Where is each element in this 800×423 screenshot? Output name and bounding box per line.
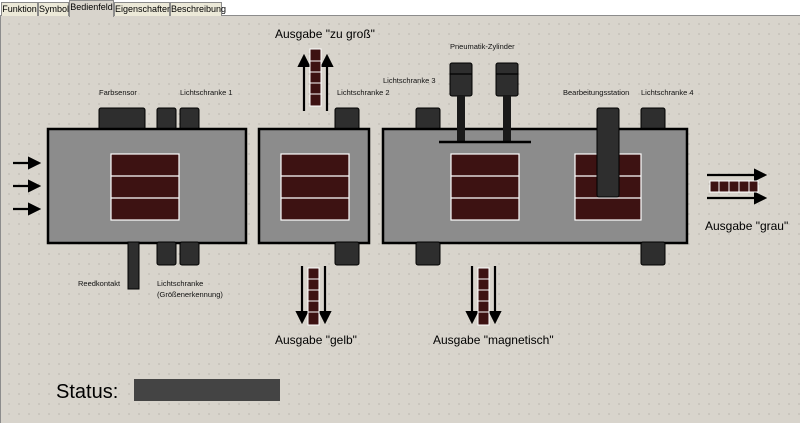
label-lichtschranke-3: Lichtschranke 3 [383,76,436,85]
plant-diagram: Farbsensor Lichtschranke 1 Lichtschranke… [13,27,788,403]
label-lichtschranke-groesse-2: (Größenerkennung) [157,290,223,299]
lichtschranke-groesse-right[interactable] [179,241,200,266]
lichtschranke-4[interactable] [640,107,666,132]
station-2 [257,107,371,266]
bearbeitungsstation[interactable] [596,107,620,198]
tab-funktion[interactable]: Funktion [1,2,38,16]
lichtschranke-3-bottom[interactable] [415,241,441,266]
lichtschranke-3[interactable] [415,107,441,132]
tab-beschreibung[interactable]: Beschreibung [170,2,227,16]
tab-eigenschaften[interactable]: Eigenschaften [114,2,173,16]
station-1 [46,107,248,290]
tab-bedienfeld[interactable]: Bedienfeld [69,0,114,17]
label-lichtschranke-4: Lichtschranke 4 [641,88,694,97]
label-ausgabe-grau: Ausgabe "grau" [705,219,788,233]
control-panel-canvas: Farbsensor Lichtschranke 1 Lichtschranke… [0,16,800,423]
workpiece [110,153,180,221]
lichtschranke-groesse-left[interactable] [156,241,177,266]
label-lichtschranke-groesse-1: Lichtschranke [157,279,203,288]
label-reedkontakt: Reedkontakt [78,279,121,288]
tab-bar: Funktion Symbol Bedienfeld Eigenschaften… [0,0,800,17]
label-bearbeitungsstation: Bearbeitungsstation [563,88,629,97]
output-magnetisch [465,266,502,326]
workpiece [280,153,350,221]
tab-symbol[interactable]: Symbol [38,2,70,16]
label-ausgabe-gelb: Ausgabe "gelb" [275,333,357,347]
workpiece [450,153,520,221]
reedkontakt[interactable] [127,241,140,290]
stack-magnetisch [477,267,490,326]
pneumatik-zylinder-2[interactable] [495,62,519,141]
status-field [134,379,280,401]
label-pneumatik-zylinder: Pneumatik-Zylinder [450,42,515,51]
stack-grau [709,180,759,193]
pneumatik-zylinder-1[interactable] [449,62,473,141]
label-ausgabe-magnetisch: Ausgabe "magnetisch" [433,333,554,347]
lichtschranke-2[interactable] [334,107,360,132]
station-3 [381,62,689,266]
label-lichtschranke-1: Lichtschranke 1 [180,88,233,97]
label-ausgabe-zu-gross: Ausgabe "zu groß" [275,27,375,41]
stack-gelb [307,267,320,326]
farbsensor[interactable] [98,107,146,132]
stack-zu-gross [309,48,322,107]
lichtschranke-4-bottom[interactable] [640,241,666,266]
lichtschranke-2-bottom[interactable] [334,241,360,266]
label-farbsensor: Farbsensor [99,88,137,97]
lichtschranke-1-left[interactable] [156,107,177,132]
label-lichtschranke-2: Lichtschranke 2 [337,88,390,97]
output-grau [707,168,768,205]
lichtschranke-1-right[interactable] [179,107,200,132]
input-arrows [13,156,42,216]
output-gelb [295,266,332,326]
status-label: Status: [56,381,118,403]
output-zu-gross [297,48,334,111]
